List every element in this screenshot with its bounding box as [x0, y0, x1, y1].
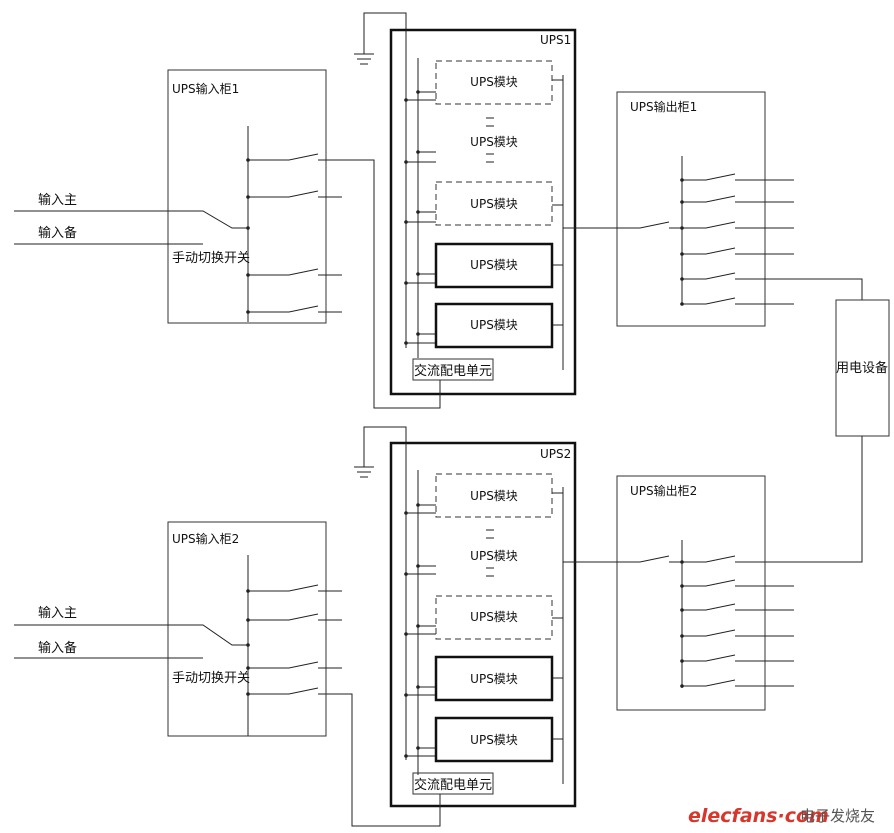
ups1-module-3-label: UPS模块 — [470, 197, 518, 211]
input-cabinet-2 — [167, 521, 327, 737]
input-cabinet-2-title: UPS输入柜2 — [172, 531, 239, 546]
input-cabinet-1-bus-dots — [246, 158, 250, 314]
input-cabinet-2-bus-dots — [246, 589, 250, 696]
input-cabinet-2-switches — [248, 584, 342, 695]
output-cabinet-2-bus-dots — [680, 560, 684, 688]
ups1-ac-unit — [412, 358, 494, 381]
ups1-module-4 — [434, 242, 554, 289]
ups2-module-5-label: UPS模块 — [470, 733, 518, 747]
ups1-to-output-1 — [563, 221, 682, 229]
ups2-title: UPS2 — [540, 447, 571, 461]
ups1-title: UPS1 — [540, 33, 571, 47]
ups2-ac-unit-label: 交流配电单元 — [414, 777, 492, 793]
ups2-ground-icon — [354, 466, 374, 478]
ups1-module-2-label: UPS模块 — [470, 135, 518, 149]
ups1-ground-icon — [354, 53, 374, 65]
ups2-module-2-dash — [486, 529, 494, 577]
input-2-switch-label: 手动切换开关 — [172, 671, 250, 686]
output-cabinet-2 — [616, 475, 766, 711]
ups2-module-5 — [434, 716, 554, 763]
output-cabinet-1 — [616, 91, 766, 327]
input-1-transfer-switch — [14, 210, 248, 245]
ups2-module-3-label: UPS模块 — [470, 610, 518, 624]
ups1-bus-dots — [404, 90, 420, 345]
input-2-backup-label: 输入备 — [38, 640, 77, 656]
ups1-module-5-label: UPS模块 — [470, 318, 518, 332]
ups1-module-taps — [406, 79, 563, 344]
ups2-input-feed — [318, 693, 441, 827]
ups2-ac-unit — [412, 772, 494, 795]
output-cabinet-2-switches — [682, 555, 794, 687]
watermark: elecfans·com 电子发烧友 — [688, 805, 875, 827]
ups2-module-4-label: UPS模块 — [470, 672, 518, 686]
ups2-module-taps — [406, 492, 563, 757]
ups2-ground-wire — [363, 426, 407, 467]
input-cabinet-1-switches — [248, 153, 374, 313]
ups1-module-2-dash — [486, 117, 494, 163]
output-cabinet-2-title: UPS输出柜2 — [630, 483, 697, 498]
ups2-module-2-label: UPS模块 — [470, 549, 518, 563]
ups1-ground-wire — [363, 12, 407, 54]
ups1-module-4-label: UPS模块 — [470, 258, 518, 272]
ups2-module-1-label: UPS模块 — [470, 489, 518, 503]
load-equipment-label: 用电设备 — [836, 360, 888, 376]
output-cabinet-1-switches — [682, 173, 863, 305]
load-feed-2 — [735, 436, 863, 563]
ups1-module-5 — [434, 302, 554, 349]
input-2-main-label: 输入主 — [38, 605, 77, 621]
ups1-module-1-label: UPS模块 — [470, 75, 518, 89]
ups2-cabinet — [389, 441, 577, 808]
watermark-brand: elecfans·com — [688, 805, 829, 827]
output-cabinet-1-title: UPS输出柜1 — [630, 99, 697, 114]
input-1-switch-label: 手动切换开关 — [172, 251, 250, 266]
input-cabinet-1-title: UPS输入柜1 — [172, 81, 239, 96]
ups2-module-4 — [434, 655, 554, 702]
input-1-main-label: 输入主 — [38, 192, 77, 208]
output-cabinet-1-bus-dots — [680, 178, 684, 306]
ups2-bus-dots — [404, 503, 420, 758]
ups2-to-output-2 — [563, 555, 682, 563]
input-1-backup-label: 输入备 — [38, 225, 77, 241]
watermark-text: 电子发烧友 — [800, 807, 875, 825]
ups1-cabinet — [389, 28, 577, 396]
input-2-transfer-switch — [14, 624, 248, 659]
ups1-ac-unit-label: 交流配电单元 — [414, 363, 492, 379]
